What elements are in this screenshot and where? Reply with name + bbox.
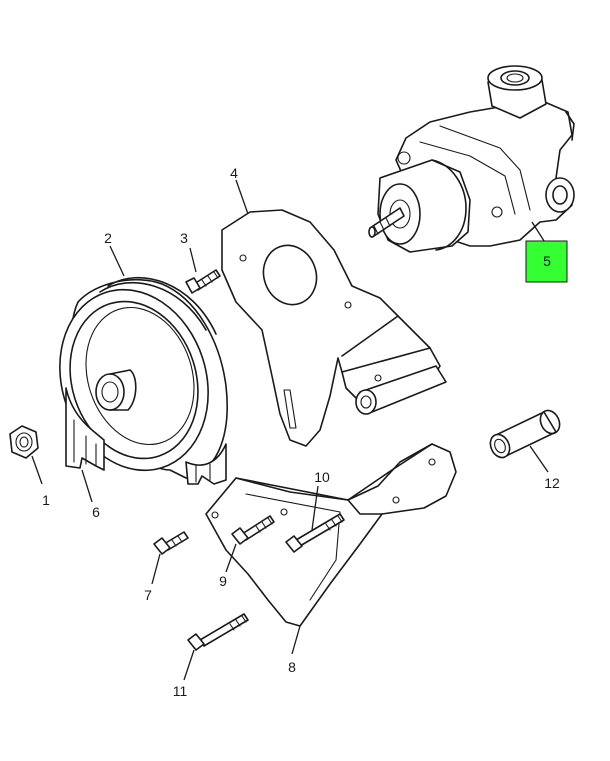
callout-12[interactable]: 12: [544, 475, 560, 491]
callout-2[interactable]: 2: [104, 230, 112, 246]
callout-7[interactable]: 7: [144, 587, 152, 603]
callout-9[interactable]: 9: [219, 573, 227, 589]
callout-4[interactable]: 4: [230, 165, 238, 181]
callout-5-highlight: [525, 240, 568, 283]
bolt-part-3[interactable]: [185, 247, 221, 294]
callout-1[interactable]: 1: [42, 492, 50, 508]
callout-5-label: 5: [543, 253, 551, 269]
callout-3[interactable]: 3: [180, 230, 188, 246]
callout-5[interactable]: 5: [525, 240, 568, 283]
bolt-part-9[interactable]: [225, 515, 275, 573]
callout-11[interactable]: 11: [173, 683, 188, 699]
callout-6[interactable]: 6: [92, 504, 100, 520]
bolt-part-7[interactable]: [151, 531, 189, 585]
pulley-part-2[interactable]: [37, 245, 231, 490]
pump-part-5[interactable]: [368, 65, 575, 253]
bracket-part-4[interactable]: [221, 179, 447, 447]
callout-8[interactable]: 8: [288, 659, 296, 675]
callout-10[interactable]: 10: [314, 469, 330, 485]
bracket-part-8[interactable]: [205, 443, 457, 655]
belt-part-6[interactable]: [65, 387, 227, 503]
bolt-part-11[interactable]: [183, 613, 249, 681]
spacer-part-12[interactable]: [487, 407, 563, 473]
bolt-part-10[interactable]: [285, 485, 345, 553]
nut-part-1[interactable]: [9, 425, 43, 485]
